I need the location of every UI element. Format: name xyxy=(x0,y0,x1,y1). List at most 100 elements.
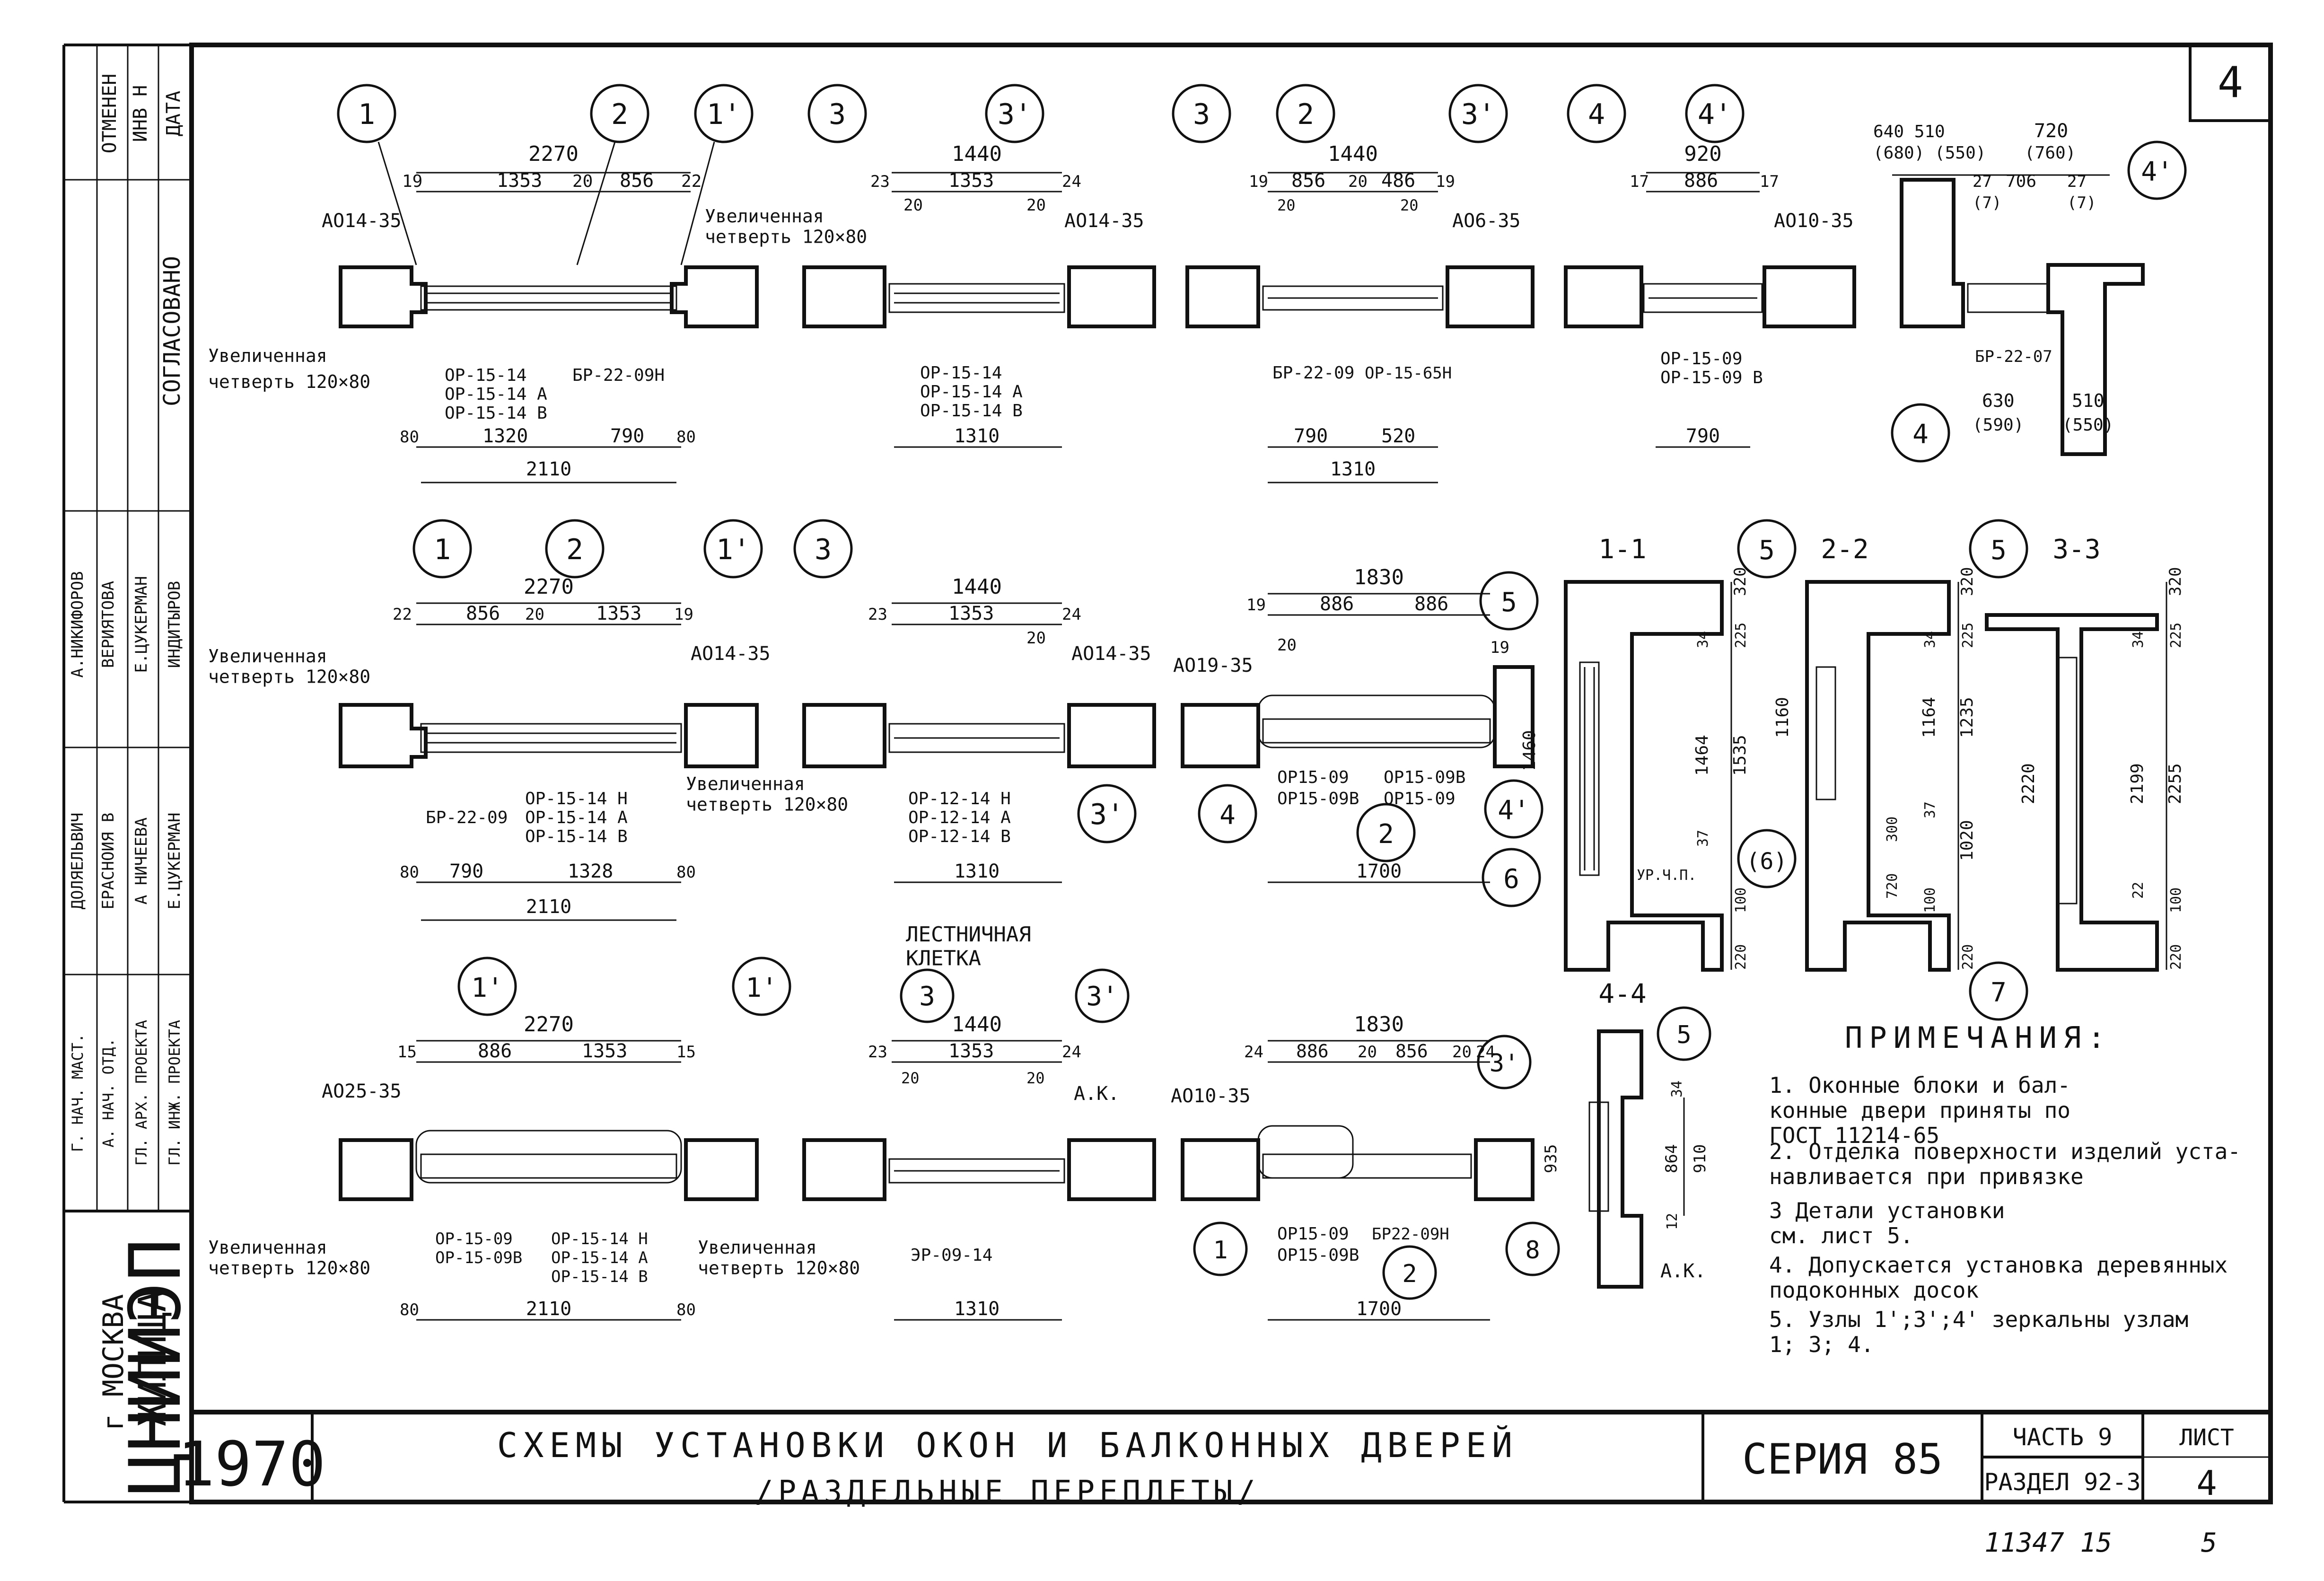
strip-name-8: Е.ЦУКЕРМАН xyxy=(165,813,184,910)
callout-label: 1' xyxy=(745,973,777,1003)
dim-text: 20 xyxy=(1358,1043,1377,1062)
strip-org: ЦНИИЭП xyxy=(114,1238,197,1495)
dim-text: 24 xyxy=(1062,605,1081,624)
callout-label: 6 xyxy=(1503,864,1519,895)
dim-text: 17 xyxy=(1630,172,1649,191)
callout-label: 1' xyxy=(471,973,503,1003)
dim-text: 24 xyxy=(1244,1043,1263,1062)
item-code: ОР-12-14 А xyxy=(908,808,1011,827)
callout-label: 2 xyxy=(611,98,628,131)
strip-name-1: А.НИКИФОРОВ xyxy=(68,571,87,677)
dim-text: 720 xyxy=(2034,120,2068,142)
dim-text: (590) xyxy=(1973,415,2024,435)
dim-text: 886 xyxy=(1684,170,1718,192)
footer-below-page: 5 xyxy=(2201,1528,2217,1558)
dim-text: 520 xyxy=(1381,425,1415,447)
dim-text: 24 xyxy=(1062,1043,1081,1062)
dim-text: 22 xyxy=(681,172,702,191)
dim-text: 20 xyxy=(525,605,544,624)
dim-text: 37 xyxy=(1922,801,1938,818)
dim-text: 790 xyxy=(610,425,644,447)
callout-label: 4' xyxy=(1698,98,1732,131)
callout-label: 2 xyxy=(1378,819,1394,850)
dim-text: 1353 xyxy=(948,603,994,624)
item-code: ОР-15-14 А xyxy=(525,808,628,827)
item-code: ОР15-09В xyxy=(1277,1246,1359,1265)
strip-role-4: ГЛ. ИНЖ. ПРОЕКТА xyxy=(166,1020,184,1166)
dim-text: 24 xyxy=(1476,1043,1495,1062)
footer-title-line1: СХЕМЫ УСТАНОВКИ ОКОН И БАЛКОННЫХ ДВЕРЕЙ xyxy=(497,1425,1518,1465)
title-block: 1970 СХЕМЫ УСТАНОВКИ ОКОН И БАЛКОННЫХ ДВ… xyxy=(177,1410,2271,1558)
callout-label: 3' xyxy=(1490,1049,1519,1078)
dim-text: 20 xyxy=(1026,1069,1045,1087)
strip-name-2: ВЕРИЯТОВА xyxy=(99,581,118,668)
dim-text: 1460 xyxy=(1520,730,1539,771)
item-code: БР-22-09Н xyxy=(572,366,665,385)
label-quarter-left: четверть 120×80 xyxy=(208,371,370,392)
item-code: ОР-15-14 В xyxy=(920,401,1023,421)
dim-text: 1535 xyxy=(1730,735,1750,776)
callout-label: 3' xyxy=(1090,798,1124,831)
dim-overall: 2110 xyxy=(526,458,571,480)
approval-date: ДАТА xyxy=(163,91,184,136)
callout-label: 3' xyxy=(1461,98,1495,131)
section-title: 2-2 xyxy=(1821,534,1868,565)
dim-text: 20 xyxy=(1452,1043,1472,1062)
dim-text: 300 xyxy=(1884,817,1901,842)
dim-text: 790 xyxy=(449,861,483,882)
dim-overall: 790 xyxy=(1686,425,1720,447)
callout-label: 5 xyxy=(1501,587,1517,618)
plan-view-11: 3' 1 2 1830 24 886 20 856 20 24 АО10-35 … xyxy=(1171,1012,1535,1321)
label-ao: АО14-35 xyxy=(322,210,402,232)
section-3-3: 5 7 3-3 320 34 225 2199 2255 2220 22 100… xyxy=(1969,519,2185,1021)
callout-label: 4 xyxy=(1588,98,1605,131)
dim-text: 23 xyxy=(868,1043,887,1062)
dim-text: 1164 xyxy=(1920,697,1939,738)
dim-text: 2199 xyxy=(2128,763,2147,804)
item-code: ОР-15-65Н xyxy=(1365,364,1452,383)
dim-overall: 1310 xyxy=(954,425,1000,447)
dim-text: 80 xyxy=(400,428,419,447)
dim-text: 1353 xyxy=(596,603,641,624)
dim-text: 1328 xyxy=(568,861,613,882)
footer-series: СЕРИЯ 85 xyxy=(1742,1435,1943,1484)
dim-text: 856 xyxy=(1291,170,1325,192)
plan-view-4: 4 4' 920 17 886 17 АО10-35 ОР-15-09 ОР-1… xyxy=(1564,84,1856,448)
dim-text: 886 xyxy=(478,1040,512,1062)
item-code: БР-22-07 xyxy=(1975,347,2052,366)
callout-label: 1' xyxy=(707,98,741,131)
item-code: ОР-15-14 xyxy=(445,366,526,385)
item-code: ОР-15-14 Н xyxy=(551,1230,648,1248)
footer-year: 1970 xyxy=(177,1428,325,1500)
dim-overall: 1700 xyxy=(1356,1298,1402,1320)
dim-text: 19 xyxy=(1249,172,1268,191)
callout-label: 3' xyxy=(1086,981,1118,1012)
dim-text: 20 xyxy=(1277,636,1297,655)
dim-text: 1353 xyxy=(948,170,994,192)
item-code: БР-22-09 xyxy=(426,808,508,827)
notes-title: ПРИМЕЧАНИЯ: xyxy=(1845,1020,2112,1055)
label-ao: АО14-35 xyxy=(1071,643,1151,665)
dim-overall: 1440 xyxy=(952,575,1002,599)
label-ak: А.К. xyxy=(1660,1260,1706,1282)
item-code: ОР-15-14 А xyxy=(551,1248,648,1267)
notes-block: ПРИМЕЧАНИЯ: 1. Оконные блоки и бал-конны… xyxy=(1769,1020,2241,1357)
callout-label: 4 xyxy=(1219,800,1236,831)
dim-overall: 1310 xyxy=(954,861,1000,882)
dim-text: 320 xyxy=(1731,567,1750,596)
dim-text: 720 xyxy=(1884,873,1901,899)
dim-text: 12 xyxy=(1664,1213,1681,1230)
dim-text: 34 xyxy=(1922,631,1938,648)
dim-text: 1353 xyxy=(497,170,542,192)
strip-name-5: ДОЛЯЕЛЬВИЧ xyxy=(68,813,87,910)
strip-name-6: ЕРАСНОИЯ В xyxy=(99,813,118,910)
note-2: 2. Отделка поверхности изделий уста-навл… xyxy=(1769,1139,2241,1189)
item-code: ОР-15-14 В xyxy=(551,1267,648,1286)
dim-text: 19 xyxy=(1246,596,1266,615)
